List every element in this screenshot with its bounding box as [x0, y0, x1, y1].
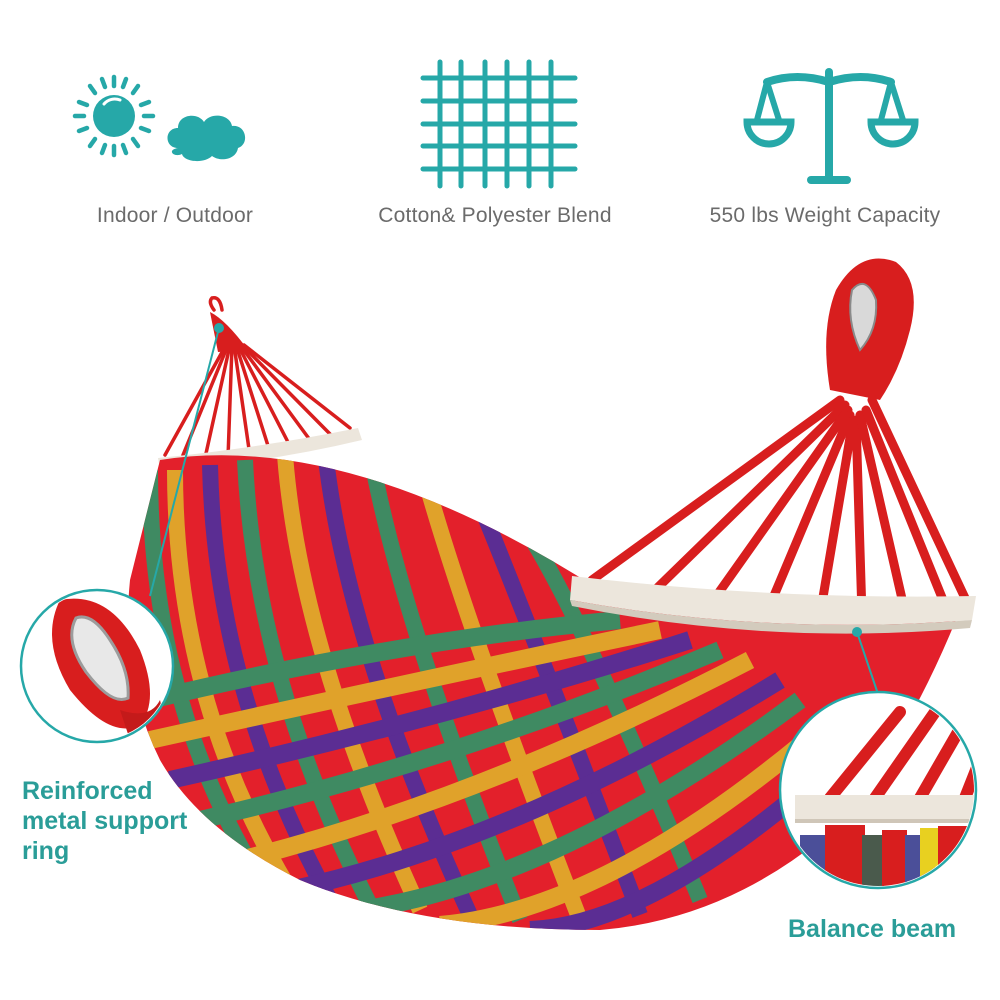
ring-label-line-1: Reinforced [22, 777, 153, 805]
ring-label-line-3: ring [22, 837, 70, 865]
sun-cloud-icon [72, 74, 246, 162]
feature-indoor-outdoor: Indoor / Outdoor [60, 0, 290, 240]
woven-fabric-icon [420, 59, 578, 189]
ring-callout-label: Reinforced metal support ring [22, 776, 187, 866]
spreader-bar-closeup [778, 690, 978, 890]
feature-label: Indoor / Outdoor [96, 204, 254, 227]
feature-label: Cotton& Polyester Blend [378, 204, 612, 227]
balance-scale-icon [743, 68, 919, 184]
feature-label: 550 lbs Weight Capacity [709, 204, 941, 227]
feature-fabric: Cotton& Polyester Blend [355, 0, 635, 240]
feature-weight-capacity: 550 lbs Weight Capacity [685, 0, 965, 240]
beam-callout-label: Balance beam [788, 915, 957, 943]
metal-ring-closeup [19, 588, 175, 744]
ring-label-line-2: metal support [22, 807, 188, 835]
